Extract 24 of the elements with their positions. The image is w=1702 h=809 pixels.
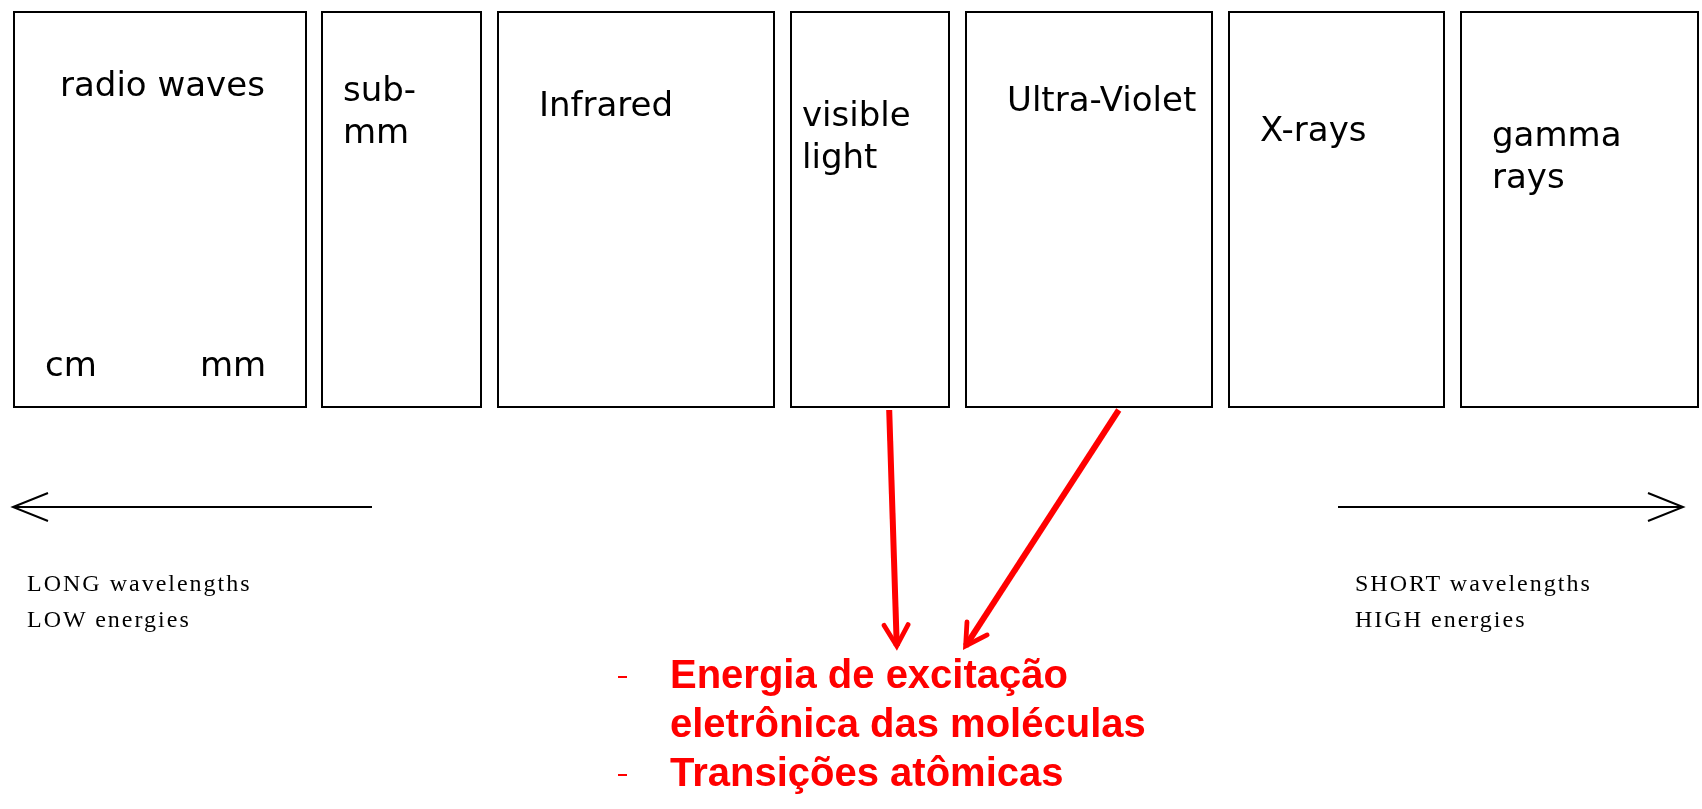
wavelength-unit: cm [45, 343, 98, 385]
bullet-text: Transições atômicas [670, 750, 1064, 794]
wavelength-unit: mm [200, 343, 268, 385]
spectrum-band-box [790, 11, 950, 408]
axis-note: HIGH energies [1355, 606, 1527, 633]
axis-note: LONG wavelengths [27, 570, 252, 597]
band-name: Infrared [539, 83, 675, 125]
band-name: radio waves [60, 63, 266, 105]
spectrum-band-box [1228, 11, 1445, 408]
spectrum-band-box [497, 11, 775, 408]
arrow [881, 409, 911, 649]
band-name: Ultra-Violet [1007, 78, 1198, 120]
band-name: X-rays [1260, 108, 1368, 150]
axis-note: SHORT wavelengths [1355, 570, 1592, 597]
spectrum-band-box [321, 11, 482, 408]
axis-note: LOW energies [27, 606, 191, 633]
spectrum-band-box [965, 11, 1213, 408]
band-name: gamma rays [1492, 113, 1623, 197]
band-name: visible light [802, 93, 912, 177]
bullet-text: Energia de excitação eletrônica das moléculas [670, 652, 1146, 745]
band-name: sub-mm [343, 68, 418, 152]
arrow [963, 408, 1122, 649]
spectrum-band-box [13, 11, 307, 408]
spectrum-band-box [1460, 11, 1699, 408]
